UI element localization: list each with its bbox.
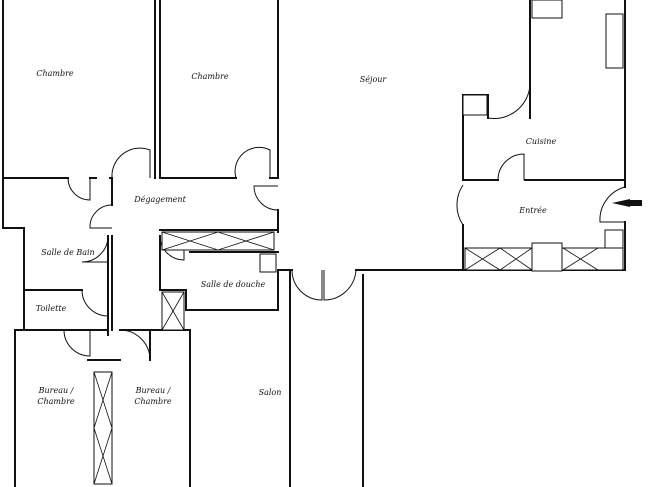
arrow-left-icon-shaft <box>626 200 642 206</box>
door-sejour-left <box>253 185 279 211</box>
counter-cuisine <box>605 13 624 69</box>
room-labels: Chambre Chambre Séjour Cuisine Dégagemen… <box>36 69 557 406</box>
wall-salon <box>289 269 364 487</box>
arrow-left-icon <box>612 199 642 207</box>
storage-entree-cross <box>464 247 599 271</box>
storage-degagement <box>161 231 275 251</box>
wall-cuisine-entree <box>462 0 626 271</box>
door-degagement-top <box>111 147 151 179</box>
label-salon: Salon <box>259 388 282 397</box>
storage-bureau-cross <box>93 371 113 485</box>
storage-corridor-cross <box>161 291 185 331</box>
label-bureau-2-line2: Chambre <box>134 397 172 406</box>
label-bureau-1-line2: Chambre <box>37 397 75 406</box>
label-cuisine: Cuisine <box>526 137 557 146</box>
door-salon-double <box>291 269 357 301</box>
door-toilette <box>81 289 109 317</box>
wall-left-corridor <box>2 177 25 487</box>
door-bureau-2 <box>119 329 151 361</box>
storage-degagement-cross <box>161 231 275 251</box>
label-chambre-2: Chambre <box>191 72 229 81</box>
appliance-entree-1 <box>531 242 563 272</box>
doors <box>63 84 626 361</box>
wall-douche <box>159 229 279 253</box>
fridge-cuisine <box>531 0 563 19</box>
door-cuisine <box>487 84 531 119</box>
wall-chambre-2 <box>159 0 279 179</box>
appliance-entree-2 <box>604 229 624 249</box>
label-chambre-1: Chambre <box>36 69 74 78</box>
door-main-entry <box>599 186 626 223</box>
label-degagement: Dégagement <box>133 195 186 204</box>
wall-sejour <box>277 0 531 271</box>
label-bureau-1-line1: Bureau / <box>38 386 75 395</box>
door-degagement-left <box>89 204 113 229</box>
door-chambre-1 <box>67 177 91 201</box>
sink-douche <box>259 253 277 273</box>
cuisine-box <box>462 94 488 116</box>
door-douche <box>159 235 185 261</box>
label-sejour: Séjour <box>360 75 388 84</box>
label-salle-de-bain: Salle de Bain <box>41 248 94 257</box>
wall-chambre-1 <box>2 0 156 179</box>
label-bureau-2-line1: Bureau / <box>135 386 172 395</box>
door-bureau-1 <box>63 329 91 357</box>
storage-bureau <box>93 371 113 485</box>
door-sdb <box>81 235 109 263</box>
door-cuisine-entree <box>497 153 525 181</box>
wall-degagement <box>111 177 279 331</box>
door-entree-left <box>456 184 464 226</box>
label-toilette: Toilette <box>36 304 67 313</box>
storage <box>93 0 624 485</box>
label-salle-de-douche: Salle de douche <box>201 280 266 289</box>
arrow-left-icon-head <box>612 199 630 207</box>
wall-bureau <box>14 329 191 487</box>
door-chambre-2 <box>234 146 271 179</box>
label-entree: Entrée <box>518 206 547 215</box>
